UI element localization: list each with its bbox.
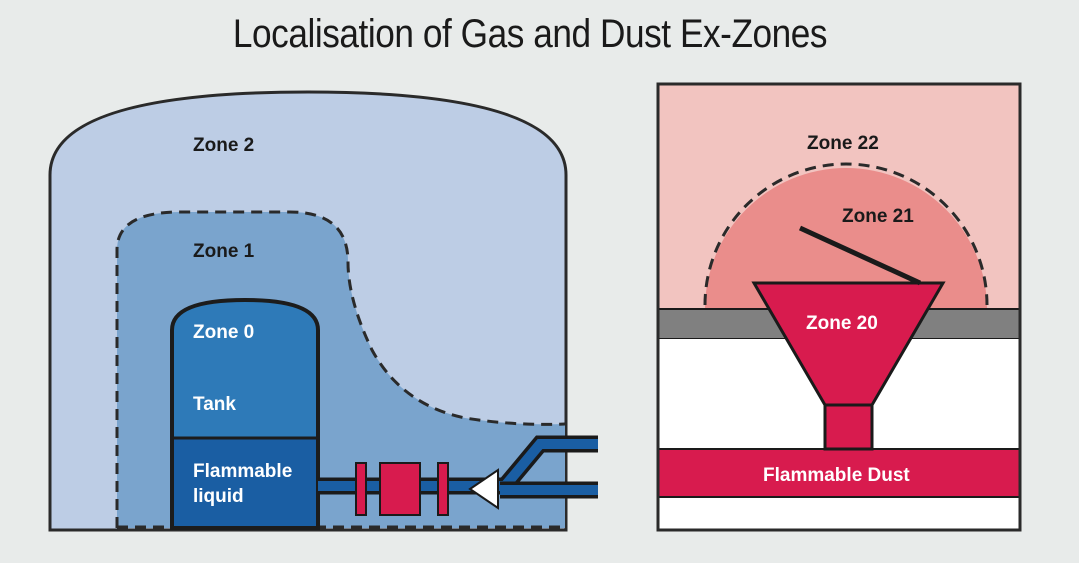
valve-flange-left: [355, 462, 367, 516]
gas-zones-diagram: Zone 2 Zone 1 Zone 0 Tank Flammable liqu…: [48, 90, 598, 532]
dust-zones-diagram: Zone 22 Zone 21 Zone 20 Flammable Dust: [656, 82, 1022, 532]
zone-0-label: Zone 0: [193, 322, 254, 343]
zone-21-pointer: [798, 225, 922, 286]
zone-1-boundary: [115, 210, 566, 528]
valve-flange-right: [437, 462, 449, 516]
liquid-label-line1: Flammable: [193, 461, 292, 482]
zone-2-label: Zone 2: [193, 135, 254, 156]
zone-1-label: Zone 1: [193, 241, 255, 262]
flammable-dust-layer: [657, 448, 1021, 498]
zone-20-label: Zone 20: [806, 313, 878, 334]
zone-21-area: [705, 168, 987, 309]
check-valve-icon: [468, 468, 499, 510]
flammable-dust-label: Flammable Dust: [763, 465, 910, 486]
liquid-label-line2: liquid: [193, 486, 244, 507]
valve-body: [379, 462, 421, 516]
zone-22-label: Zone 22: [807, 133, 879, 154]
dust-diagram-frame: [656, 82, 1022, 532]
zone-21-boundary: [703, 162, 989, 306]
diagram-title: Localisation of Gas and Dust Ex-Zones: [232, 12, 828, 56]
flammable-liquid: [174, 438, 316, 526]
zone-21-label: Zone 21: [842, 206, 914, 227]
tank-label: Tank: [193, 394, 236, 415]
hopper-spout: [823, 403, 874, 451]
